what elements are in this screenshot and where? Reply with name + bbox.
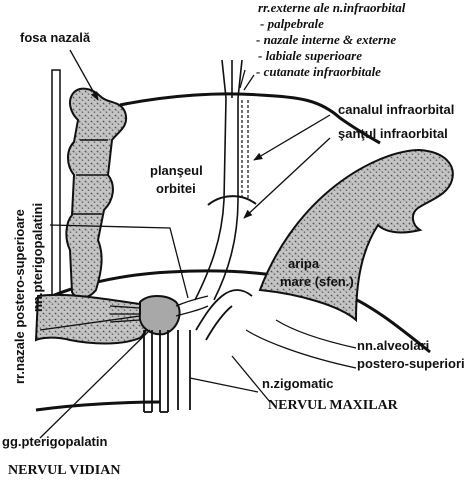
pterygoid-process bbox=[34, 293, 149, 345]
vidian-canal bbox=[143, 330, 169, 413]
label-labiale-sup: - labiale superioare bbox=[258, 48, 362, 63]
label-santul-infraorbital: şanţul infraorbital bbox=[338, 126, 448, 141]
label-gg-pterigopalatin: gg.pterigopalatin bbox=[2, 434, 108, 449]
label-palpebrale: - palpebrale bbox=[260, 16, 324, 31]
leader-lines bbox=[39, 49, 357, 439]
label-rr-nazale: rr.nazale postero-superioare bbox=[12, 209, 27, 384]
label-nazale-int-ext: - nazale interne & externe bbox=[256, 32, 396, 47]
label-nervul-maxilar: NERVUL MAXILAR bbox=[268, 398, 399, 413]
infraorbital-nerve bbox=[194, 59, 243, 301]
palatine-bone-column bbox=[65, 87, 128, 299]
pterygopalatine-ganglion bbox=[138, 295, 181, 336]
label-nn-alveolari-line2: postero-superiori bbox=[357, 356, 465, 371]
nasal-septum-plate bbox=[51, 69, 61, 303]
label-planseul-line1: planşeul bbox=[150, 163, 203, 178]
label-rr-externe: rr.externe ale n.infraorbital bbox=[258, 0, 406, 15]
label-nervul-vidian: NERVUL VIDIAN bbox=[8, 463, 120, 478]
greater-sphenoid-wing bbox=[258, 148, 454, 323]
infraorbital-canal-dashes bbox=[241, 100, 249, 200]
canal-opening-arc bbox=[207, 195, 257, 206]
label-group-top: rr.externe ale n.infraorbital - palpebra… bbox=[256, 0, 406, 79]
label-nn-alveolari-line1: nn.alveolari bbox=[357, 338, 429, 353]
label-cutanate: - cutanate infraorbitale bbox=[256, 64, 381, 79]
label-aripa-line1: aripa bbox=[288, 256, 320, 271]
label-n-zigomatic: n.zigomatic bbox=[262, 376, 334, 391]
maxillary-nerve-trunk bbox=[177, 289, 253, 410]
label-nn-pterigopalatini: nn.pterigopalatini bbox=[30, 203, 45, 312]
label-planseul-line2: orbitei bbox=[156, 181, 196, 196]
label-canalul-infraorbital: canalul infraorbital bbox=[338, 102, 454, 117]
label-vertical-left: rr.nazale postero-superioare nn.pterigop… bbox=[12, 203, 45, 384]
label-fosa-nazala: fosa nazală bbox=[20, 30, 91, 45]
pterygopalatine-nerves bbox=[109, 295, 209, 323]
label-aripa-line2: mare (sfen.) bbox=[280, 274, 354, 289]
